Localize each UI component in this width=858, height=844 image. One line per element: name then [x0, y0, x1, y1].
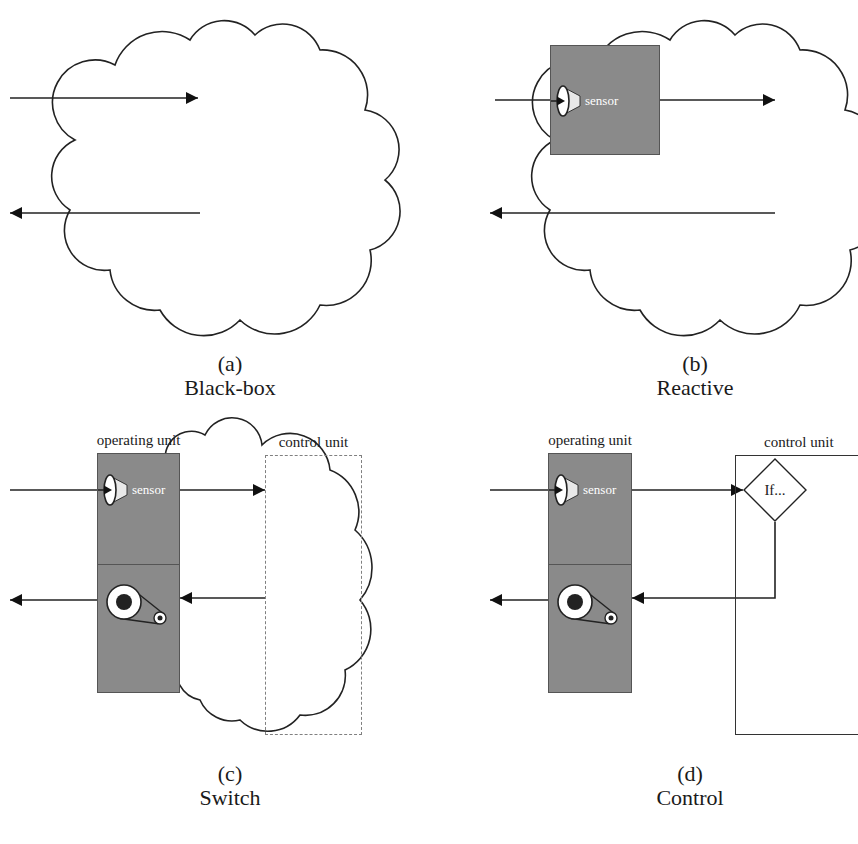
motor-wheel	[107, 585, 141, 619]
diamond-shape	[744, 459, 806, 521]
sensor-label: sensor	[583, 482, 616, 498]
sensor-mouth	[104, 475, 116, 505]
cloud-outline	[52, 21, 400, 336]
panel-caption: Switch	[199, 786, 260, 810]
sensor-icon	[98, 468, 132, 512]
input-line	[10, 489, 99, 491]
sensor-mouth	[555, 475, 567, 505]
input-arrow	[10, 97, 198, 99]
motor-hub	[116, 594, 132, 610]
connector-arrow	[180, 597, 265, 599]
connector-arrow	[632, 522, 775, 598]
input-line	[549, 489, 555, 491]
decision-diamond: If...	[743, 458, 807, 522]
panel-caption: Black-box	[184, 376, 276, 400]
decision-text: If...	[764, 481, 785, 499]
motor-symbol	[549, 566, 633, 686]
sensor-icon	[549, 468, 583, 512]
panel-caption: (d)	[677, 762, 703, 786]
input-arrowhead	[557, 97, 565, 106]
input-arrowhead	[555, 486, 563, 495]
unit-heading: control unit	[764, 433, 834, 451]
pulley	[154, 612, 166, 624]
panel-caption: Control	[656, 786, 723, 810]
output-arrow	[10, 599, 97, 601]
cloud-outline	[532, 21, 858, 336]
pulley	[605, 612, 617, 624]
unit-heading: operating unit	[97, 431, 181, 449]
output-arrow	[490, 212, 775, 214]
panel-caption: Reactive	[657, 376, 734, 400]
pulley-hub	[609, 616, 614, 621]
output-arrow	[10, 212, 200, 214]
input-line	[490, 489, 550, 491]
sensor-box: sensor	[549, 454, 631, 565]
cloud-outline	[165, 418, 372, 731]
motor-symbol	[98, 566, 181, 686]
connector-arrow	[179, 489, 265, 491]
input-line	[551, 100, 557, 102]
input-line	[98, 489, 104, 491]
signal-arrow	[660, 99, 775, 101]
control-unit-box: control unitIf...	[735, 455, 858, 735]
control-unit-box: control unit	[265, 455, 362, 735]
connector-arrow	[631, 489, 743, 491]
output-arrow	[490, 599, 548, 601]
sensor-box: sensor	[98, 454, 179, 565]
motor-wheel	[558, 585, 592, 619]
unit-heading: control unit	[279, 433, 349, 451]
sensor-label: sensor	[132, 482, 165, 498]
motor-hub	[567, 594, 583, 610]
panel-caption: (a)	[218, 352, 242, 376]
panel-caption: (b)	[682, 352, 708, 376]
panel-caption: (c)	[218, 762, 242, 786]
pulley-hub	[158, 616, 163, 621]
operating-unit-box: operating unitsensor	[97, 453, 180, 693]
sensor-label: sensor	[585, 93, 618, 109]
input-arrowhead	[104, 486, 112, 495]
unit-heading: operating unit	[548, 431, 632, 449]
sensor-icon	[551, 79, 585, 123]
operating-unit-box: operating unitsensor	[548, 453, 632, 693]
input-line	[495, 99, 551, 101]
sensor-box: sensor	[550, 45, 660, 155]
sensor-mouth	[557, 86, 569, 116]
